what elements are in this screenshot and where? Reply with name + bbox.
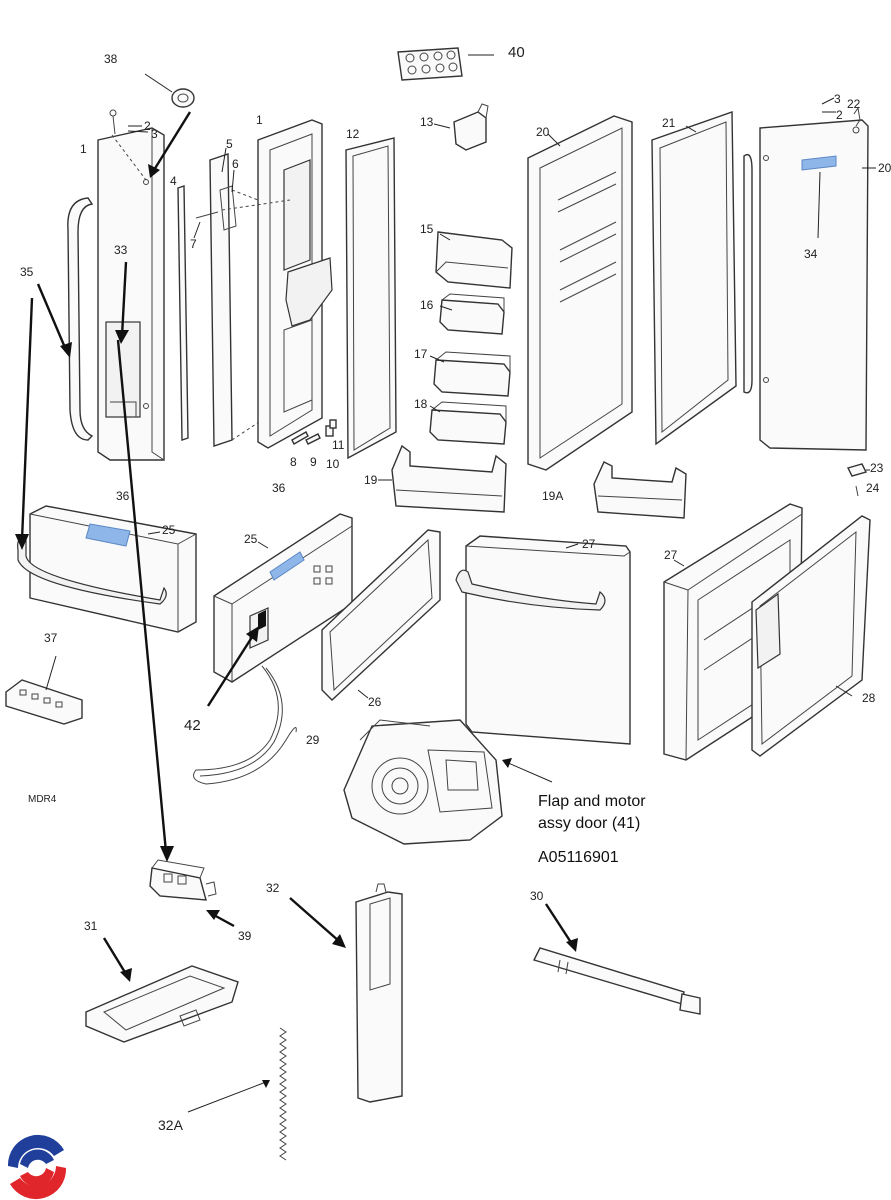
callout-6: 6	[232, 157, 239, 171]
callout-27-front: 27	[582, 537, 596, 551]
parts-23-24-hinge	[846, 463, 870, 497]
part-21-door-gasket	[651, 111, 737, 446]
part-41-flap-motor-assembly	[343, 719, 553, 845]
part-20-right-door	[759, 119, 876, 451]
part-15-door-bin	[435, 231, 513, 289]
callout-19: 19	[364, 473, 378, 487]
callout-24: 24	[866, 481, 880, 495]
callout-15: 15	[420, 222, 434, 236]
callout-8: 8	[290, 455, 297, 469]
callout-26: 26	[368, 695, 382, 709]
callout-3-right: 3	[834, 92, 841, 106]
callout-7: 7	[190, 237, 197, 251]
screws-2-3-left	[109, 109, 149, 181]
callout-13: 13	[420, 115, 434, 129]
part-28-freezer-gasket	[751, 515, 871, 757]
callout-27-back: 27	[664, 548, 678, 562]
callout-25-center: 25	[244, 532, 258, 546]
part-1-door-liner	[221, 119, 333, 449]
callout-11: 11	[332, 438, 345, 452]
assembly-caption: Flap and motor assy door (41) A05116901	[538, 793, 646, 866]
callout-22: 22	[847, 97, 861, 111]
callout-36-center: 36	[272, 481, 286, 495]
part-5-hinge-frame	[193, 147, 263, 447]
callout-20-inner: 20	[536, 125, 550, 139]
part-32a-spring	[187, 1027, 287, 1161]
callout-42: 42	[184, 717, 201, 734]
part-29-wire-harness	[193, 665, 297, 785]
part-25-drawer-front-left	[17, 505, 197, 633]
part-25-drawer-front-center	[213, 513, 353, 683]
callout-39: 39	[238, 929, 252, 943]
callout-labels: 38 40 2 3 1 1 4 5 6 7 12 13 15 16 17 18 …	[20, 44, 891, 1133]
part-19-door-bin	[378, 444, 507, 513]
part-38-knob	[144, 73, 195, 108]
callout-9: 9	[310, 455, 317, 469]
caption-line-2: assy door (41)	[538, 815, 640, 832]
callout-34: 34	[804, 247, 818, 261]
callout-4: 4	[170, 174, 177, 188]
callout-1-left: 1	[80, 142, 87, 156]
part-32-dispenser-lever	[355, 883, 403, 1103]
part-40-egg-tray	[397, 47, 494, 81]
callout-35: 35	[20, 265, 34, 279]
part-26-drawer-gasket	[321, 529, 441, 701]
callout-32: 32	[266, 881, 280, 895]
callout-2-right: 2	[836, 108, 843, 122]
callout-40: 40	[508, 44, 525, 61]
callout-10: 10	[326, 457, 340, 471]
part-35-door-handle	[67, 197, 94, 441]
part-19a-door-bin	[593, 461, 687, 519]
callout-38: 38	[104, 52, 118, 66]
callout-21: 21	[662, 116, 676, 130]
callout-12: 12	[346, 127, 360, 141]
callout-20-outer: 20	[878, 161, 891, 175]
parts-8-11-small-hardware	[291, 419, 337, 445]
caption-part-number: A05116901	[538, 849, 619, 866]
pointer-arrows	[15, 111, 578, 982]
part-30-water-nozzle	[533, 903, 701, 1015]
part-37-control-board	[5, 655, 83, 725]
part-13-bracket	[433, 103, 489, 151]
part-4-gasket-strip	[177, 185, 189, 441]
part-20-right-door-liner	[527, 115, 633, 471]
callout-5: 5	[226, 137, 233, 151]
part-1-left-door	[97, 127, 165, 461]
callout-1-center: 1	[256, 113, 263, 127]
part-12-door-gasket	[345, 137, 397, 460]
brand-swirl-icon	[7, 1134, 67, 1200]
callout-25-left: 25	[162, 523, 176, 537]
part-31-drip-tray	[85, 965, 239, 1043]
caption-line-1: Flap and motor	[538, 793, 646, 810]
callout-17: 17	[414, 347, 428, 361]
callout-33: 33	[114, 243, 128, 257]
part-18-door-bin	[429, 401, 507, 445]
part-39-switch	[149, 859, 217, 901]
callout-23: 23	[870, 461, 884, 475]
screws-22-2-3-right	[821, 97, 861, 134]
callout-36-left: 36	[116, 489, 130, 503]
part-27-freezer-drawer-front	[455, 535, 631, 745]
callout-32a: 32A	[158, 1117, 184, 1133]
callout-2-left: 2	[144, 119, 151, 133]
part-right-handle-strip	[743, 153, 753, 394]
callout-3-left: 3	[151, 127, 158, 141]
callout-30: 30	[530, 889, 544, 903]
callout-29: 29	[306, 733, 320, 747]
callout-18: 18	[414, 397, 428, 411]
callout-31: 31	[84, 919, 98, 933]
callout-16: 16	[420, 298, 434, 312]
callout-28: 28	[862, 691, 876, 705]
model-label: MDR4	[28, 794, 57, 805]
part-16-door-bin	[439, 293, 505, 335]
callout-37: 37	[44, 631, 58, 645]
part-17-door-bin	[429, 351, 511, 397]
callout-19a: 19A	[542, 489, 563, 503]
